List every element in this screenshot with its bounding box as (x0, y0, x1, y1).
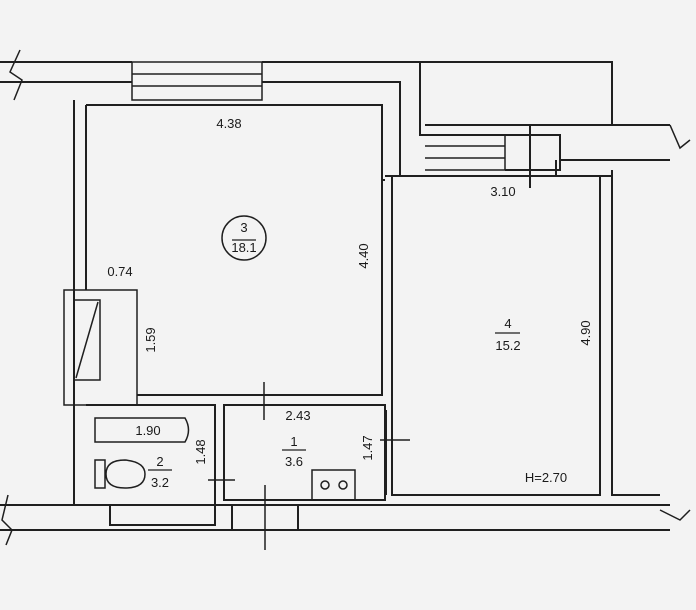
ceiling-height: H=2.70 (525, 470, 567, 485)
dim-room3-width: 4.38 (216, 116, 241, 131)
room3-outline (86, 104, 385, 396)
wall-top-mid (262, 61, 425, 177)
room4-number: 4 (504, 316, 511, 331)
dim-bath-length: 1.90 (135, 423, 160, 438)
break-right-top (669, 124, 691, 150)
stove-fixture (311, 469, 356, 501)
dim-shaft-height: 1.59 (143, 327, 158, 352)
dim-hall-width: 2.43 (285, 408, 310, 423)
room2-area: 3.2 (151, 475, 169, 490)
dim-room4-width: 3.10 (490, 184, 515, 199)
break-left-bottom (1, 494, 13, 546)
bathroom-outline (86, 404, 386, 506)
room3-marker (221, 215, 267, 261)
break-left-top (9, 49, 23, 101)
room4-area: 15.2 (495, 338, 520, 353)
dim-room4-height: 4.90 (578, 320, 593, 345)
dim-ticks (208, 382, 410, 550)
window-top (131, 61, 263, 101)
toilet-fixture (94, 459, 146, 489)
wall-bottom (0, 410, 670, 531)
dim-room3-height: 4.40 (356, 243, 371, 268)
dim-hall-height: 1.47 (360, 435, 375, 460)
room3-number: 3 (240, 220, 247, 235)
room3-area: 18.1 (231, 240, 256, 255)
break-right-bottom (659, 509, 691, 521)
dim-shaft-width: 0.74 (107, 264, 132, 279)
room2-number: 2 (156, 454, 163, 469)
window-right (425, 134, 506, 171)
bath-fixture (94, 417, 190, 443)
stove-burner-2 (338, 480, 348, 490)
stove-burner-1 (320, 480, 330, 490)
room1-number: 1 (290, 434, 297, 449)
wall-right-upper (505, 124, 670, 188)
wall-left (73, 100, 87, 505)
room1-area: 3.6 (285, 454, 303, 469)
room4-outline (391, 170, 660, 496)
dim-bath-height: 1.48 (193, 439, 208, 464)
